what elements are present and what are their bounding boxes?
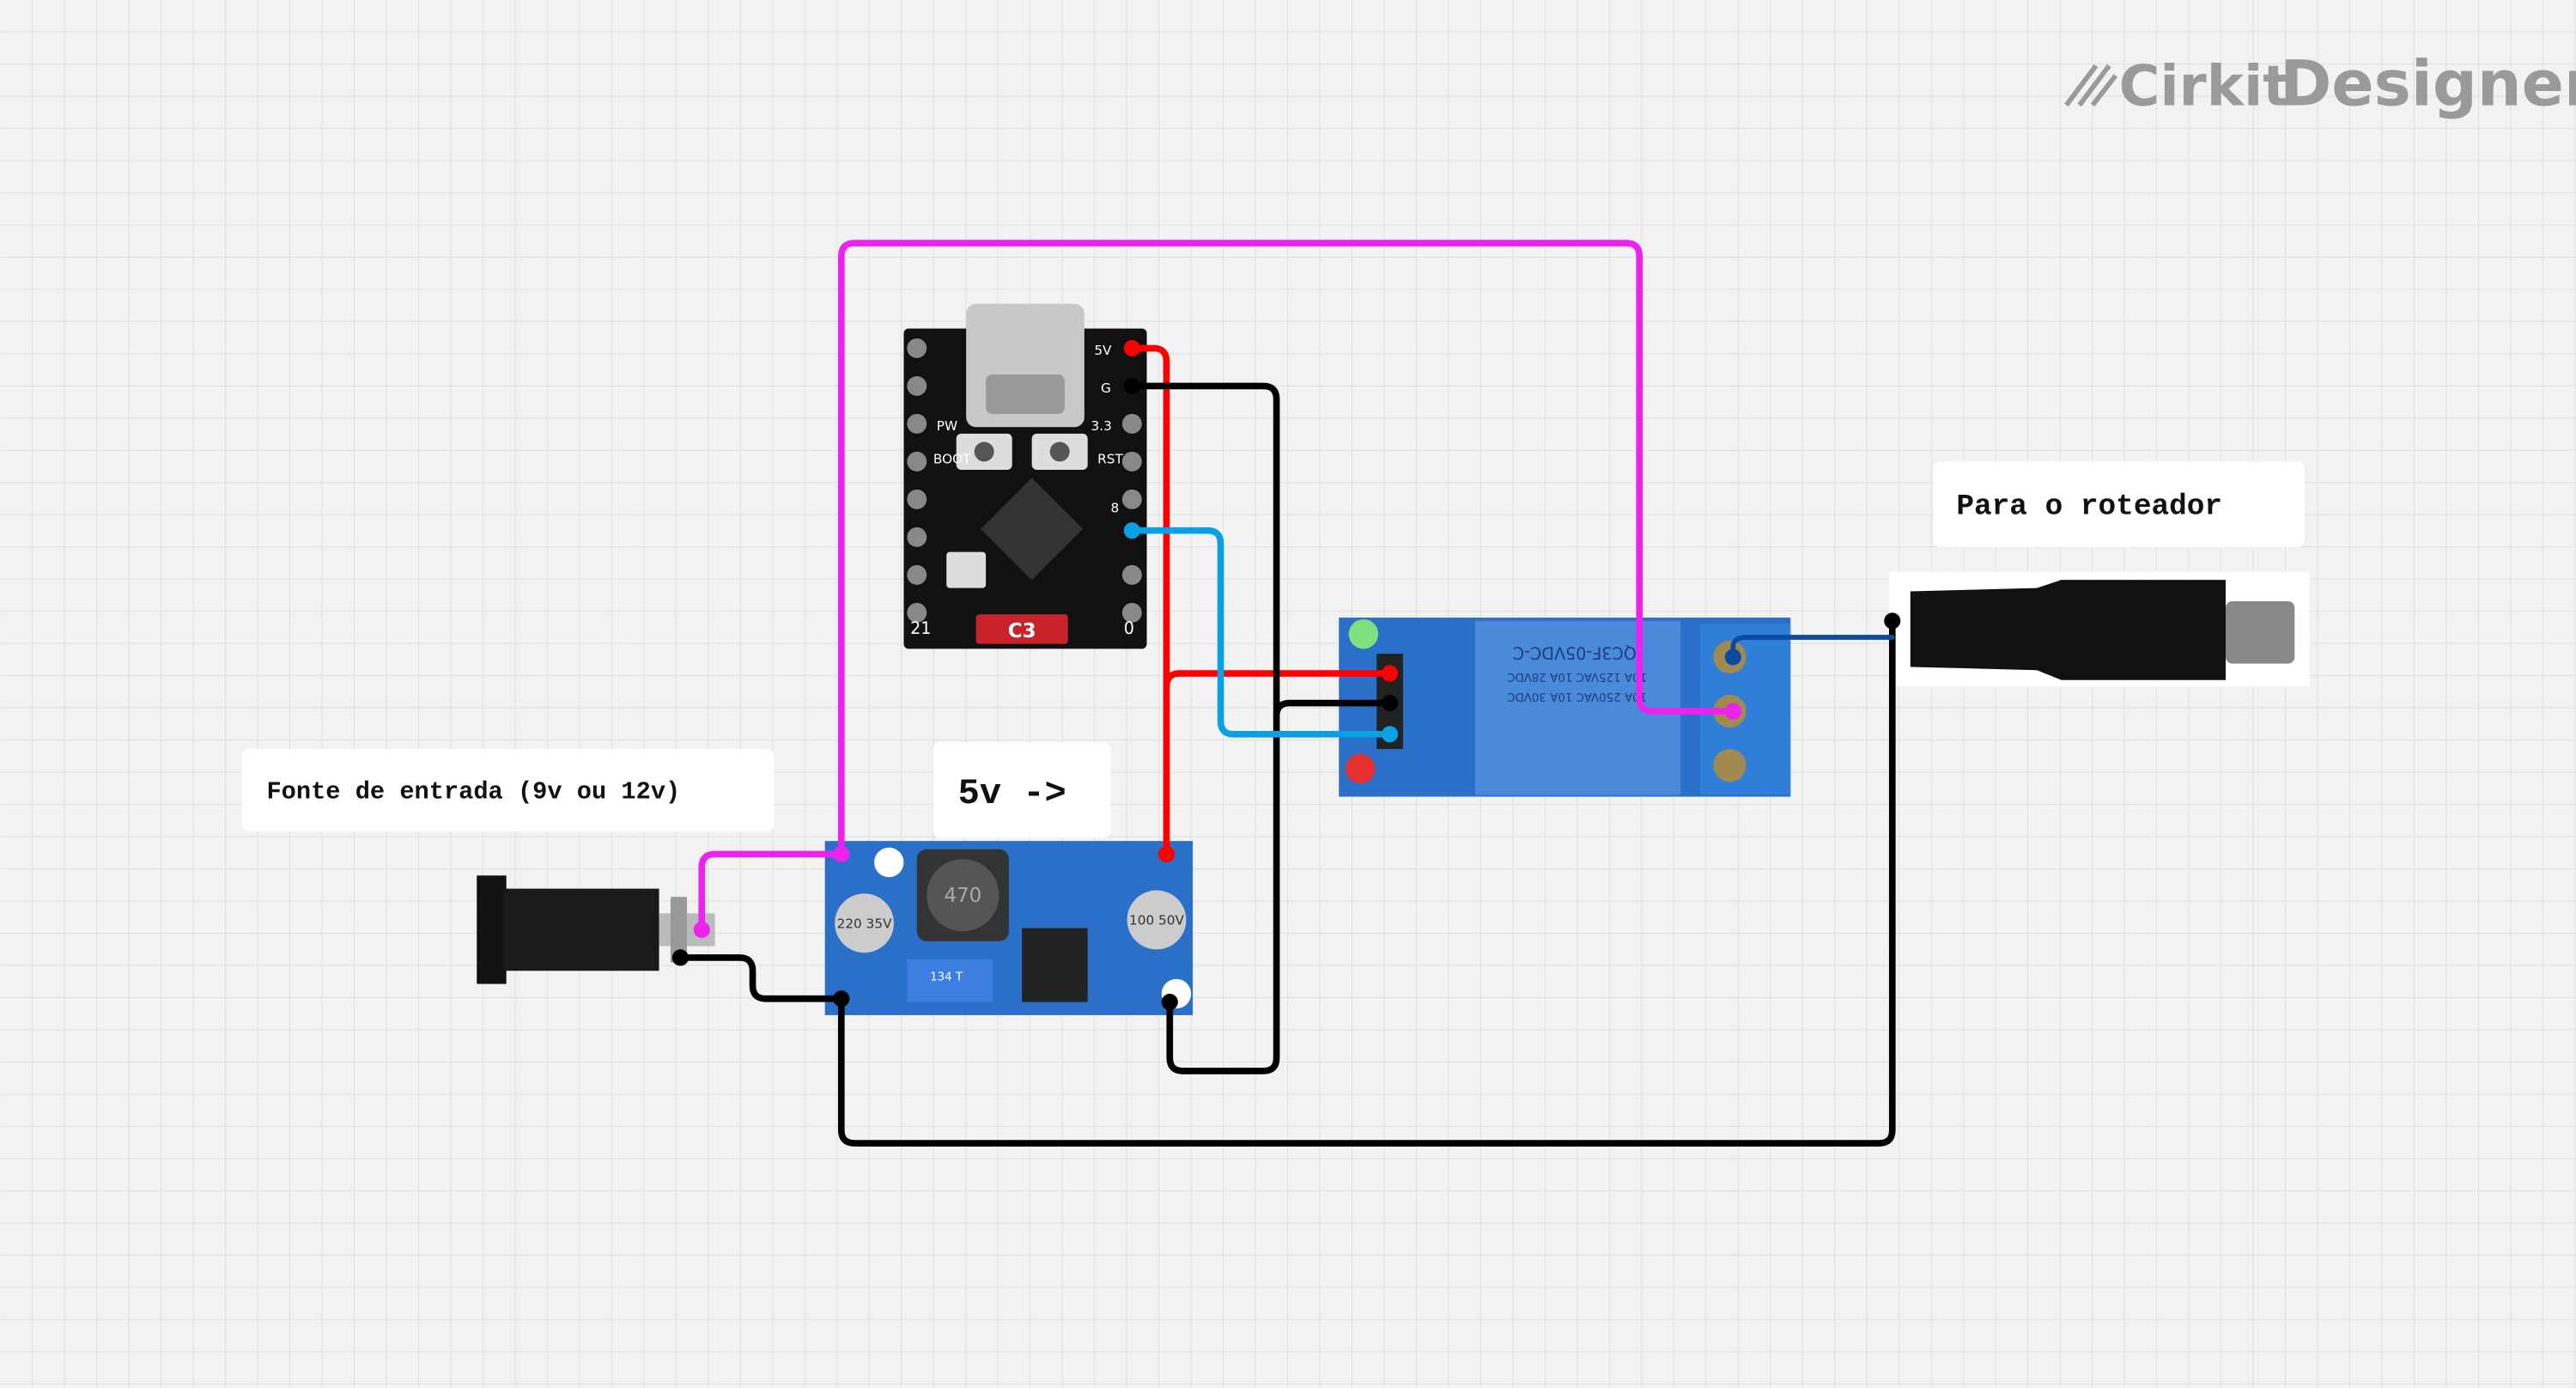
- wire-relay-out-darkblue[interactable]: [1730, 635, 1895, 660]
- wire-5v-red[interactable]: [1128, 344, 1170, 858]
- cap-out-label: 100 50V: [1129, 913, 1184, 928]
- regulator-chip: [1022, 928, 1088, 1002]
- wire-vin-magenta[interactable]: [837, 240, 1737, 858]
- pin-label-pw: PW: [937, 418, 957, 434]
- logo-text-cirkit: Cirkit: [2119, 54, 2290, 119]
- pin-label-5v: 5V: [1094, 343, 1112, 358]
- logo-icon: [2064, 64, 2118, 107]
- pin-label-3v3: 3.3: [1091, 418, 1112, 434]
- wire-5v-relay-red[interactable]: [1163, 670, 1394, 691]
- dc-jack-input[interactable]: [477, 875, 715, 984]
- cirkit-logo: Cirkit Designer: [2064, 48, 2576, 120]
- relay-model-label: JQC3F-05VDC-C: [1513, 642, 1643, 662]
- potentiometer: [907, 959, 993, 1002]
- label-input-source[interactable]: Fonte de entrada (9v ou 12v): [241, 749, 775, 831]
- output-capacitor: [1127, 890, 1187, 950]
- relay-rating-0: 10A 250VAC 10A 30VDC: [1507, 690, 1647, 703]
- wire-endpoints: [671, 339, 1901, 1011]
- wire-jack-vin-magenta[interactable]: [698, 850, 845, 934]
- pin-label-0: 0: [1124, 618, 1134, 638]
- pin-label-21: 21: [910, 618, 931, 638]
- cap-in-label: 220 35V: [837, 916, 892, 932]
- pin-label-g: G: [1101, 380, 1111, 396]
- esp32-c3-board[interactable]: C3 5V G 3.3 RST PW BOOT 8 21 0: [903, 303, 1147, 649]
- green-led: [1348, 618, 1379, 649]
- wire-gnd-esp-black[interactable]: [1128, 382, 1280, 1074]
- pot-label: 134 T: [930, 971, 963, 984]
- pin-label-boot: BOOT: [933, 451, 971, 466]
- right-pin-headers: [1121, 413, 1142, 623]
- red-led: [1345, 753, 1376, 784]
- label-router-text: Para o roteador: [1956, 490, 2222, 524]
- logo-text-designer: Designer: [2280, 48, 2576, 120]
- wire-gnd-relay-black[interactable]: [1273, 699, 1394, 720]
- label-input-source-text: Fonte de entrada (9v ou 12v): [266, 777, 680, 806]
- left-pin-headers: [907, 338, 927, 623]
- dc-plug-router[interactable]: [1888, 571, 2310, 687]
- pin-label-8: 8: [1110, 501, 1119, 516]
- buck-converter-lm2596[interactable]: 220 35V 470 134 T 100 50V: [824, 841, 1194, 1015]
- relay-module[interactable]: JQC3F-05VDC-C 10A 125VAC 10A 28VDC 10A 2…: [1339, 618, 1791, 797]
- chip-label: C3: [1008, 620, 1036, 642]
- input-capacitor: [835, 893, 895, 953]
- wire-signal-blue[interactable]: [1128, 527, 1394, 738]
- label-router[interactable]: Para o roteador: [1933, 461, 2305, 547]
- relay-rating-1: 10A 125VAC 10A 28VDC: [1507, 670, 1647, 683]
- label-5v-text: 5v ->: [958, 773, 1066, 814]
- label-5v[interactable]: 5v ->: [933, 742, 1111, 838]
- pin-label-rst: RST: [1097, 451, 1123, 466]
- inductor-label: 470: [944, 885, 981, 907]
